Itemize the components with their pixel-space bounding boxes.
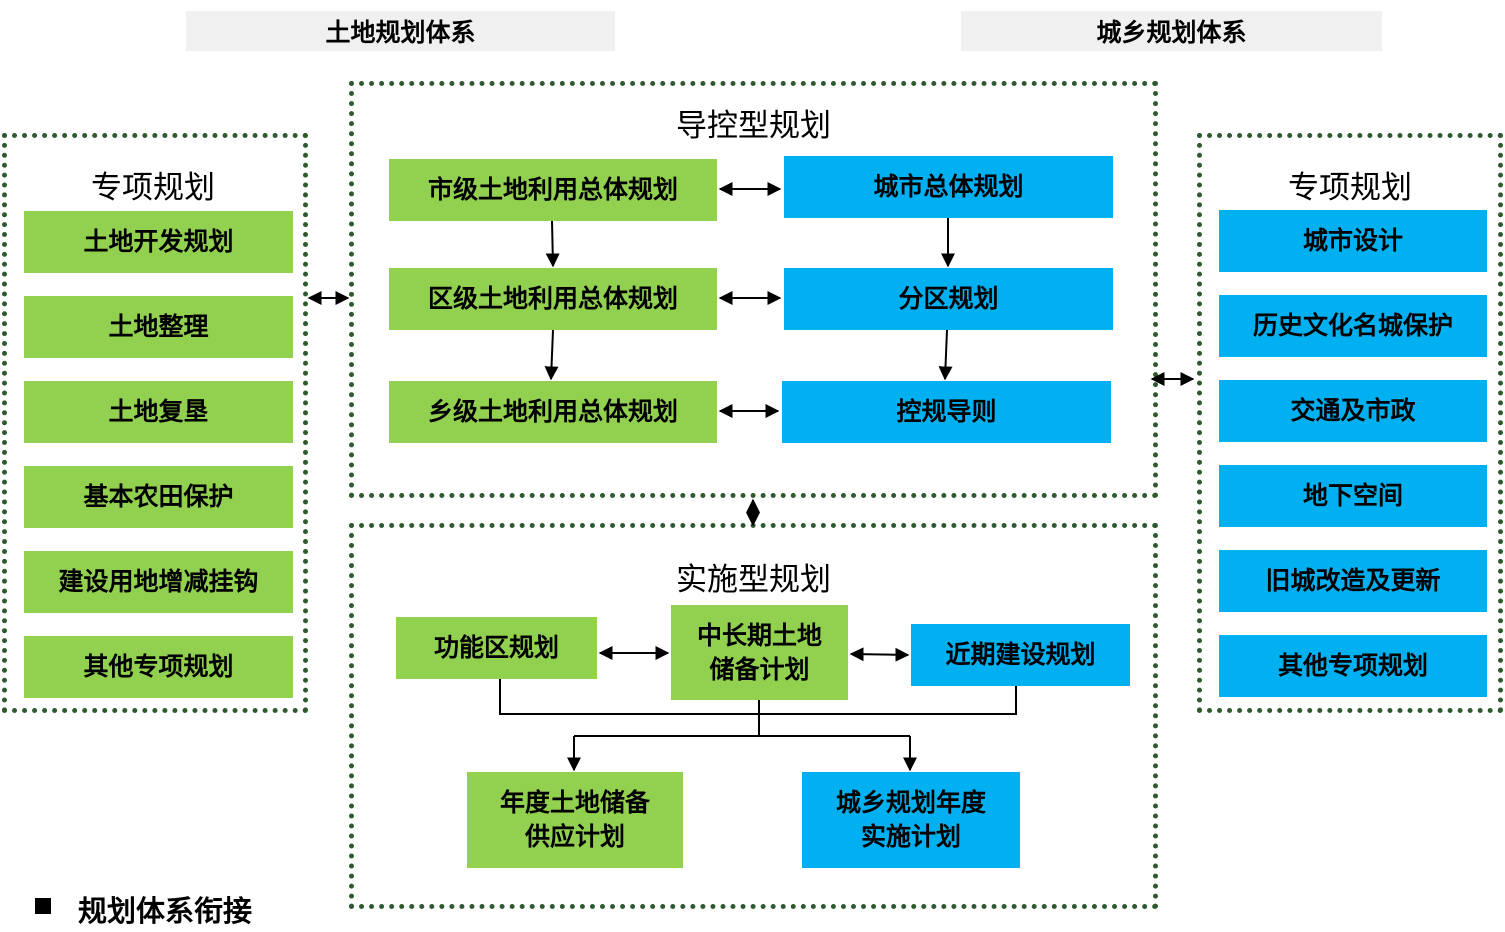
urban-master-plan: 城市总体规划	[784, 156, 1113, 218]
district-plan: 分区规划	[784, 268, 1113, 330]
functional-zone-plan: 功能区规划	[396, 617, 597, 679]
annual-urban-rural-implementation-plan: 城乡规划年度 实施计划	[802, 772, 1020, 868]
right-panel-title: 专项规划	[1288, 170, 1412, 206]
arrow-municipal-to-district	[545, 220, 560, 268]
right-item-other-special: 其他专项规划	[1219, 635, 1487, 697]
right-item-transport-municipal: 交通及市政	[1219, 380, 1487, 442]
left-item-land-development: 土地开发规划	[24, 211, 293, 273]
left-item-construction-land-linkage: 建设用地增减挂钩	[24, 551, 293, 613]
legend-square-icon	[35, 898, 51, 914]
municipal-land-use-plan: 市级土地利用总体规划	[389, 159, 717, 221]
regulatory-guidelines: 控规导则	[782, 381, 1111, 443]
right-item-urban-design: 城市设计	[1219, 210, 1487, 272]
guidance-planning-frame	[349, 81, 1158, 498]
right-item-urban-renewal: 旧城改造及更新	[1219, 550, 1487, 612]
left-item-other-special: 其他专项规划	[24, 636, 293, 698]
near-term-construction-plan: 近期建设规划	[911, 624, 1130, 686]
district-land-use-plan: 区级土地利用总体规划	[389, 268, 717, 330]
guidance-title: 导控型规划	[676, 108, 831, 144]
left-panel-title: 专项规划	[91, 170, 215, 206]
arrow-district-plan-to-regulatory	[938, 329, 953, 381]
legend-label: 规划体系衔接	[78, 894, 253, 928]
urban-rural-planning-system-header: 城乡规划体系	[961, 11, 1382, 51]
long-term-land-reserve-plan: 中长期土地 储备计划	[671, 605, 848, 700]
left-item-land-consolidation: 土地整理	[24, 296, 293, 358]
long-term-land-reserve-line1: 中长期土地	[696, 620, 822, 650]
annual-urban-rural-line1: 城乡规划年度	[835, 788, 986, 818]
header-label: 土地规划体系	[325, 18, 476, 47]
left-item-land-reclamation: 土地复垦	[24, 381, 293, 443]
link-reserve-near-term	[849, 647, 910, 662]
left-item-farmland-protection: 基本农田保护	[24, 466, 293, 528]
long-term-land-reserve-line2: 储备计划	[709, 654, 810, 684]
land-planning-system-header: 土地规划体系	[186, 11, 615, 51]
implementation-title: 实施型规划	[676, 562, 831, 598]
header-label: 城乡规划体系	[1096, 18, 1247, 47]
right-item-historic-city-protection: 历史文化名城保护	[1219, 295, 1487, 357]
township-land-use-plan: 乡级土地利用总体规划	[389, 381, 717, 443]
annual-land-reserve-line1: 年度土地储备	[499, 788, 650, 818]
arrow-district-to-township	[544, 329, 559, 381]
right-item-underground-space: 地下空间	[1219, 465, 1487, 527]
annual-urban-rural-line2: 实施计划	[860, 822, 961, 851]
annual-land-reserve-supply-plan: 年度土地储备 供应计划	[467, 772, 683, 868]
left-special-planning-frame	[2, 133, 308, 713]
annual-land-reserve-line2: 供应计划	[524, 822, 625, 851]
right-special-planning-frame	[1197, 133, 1503, 713]
